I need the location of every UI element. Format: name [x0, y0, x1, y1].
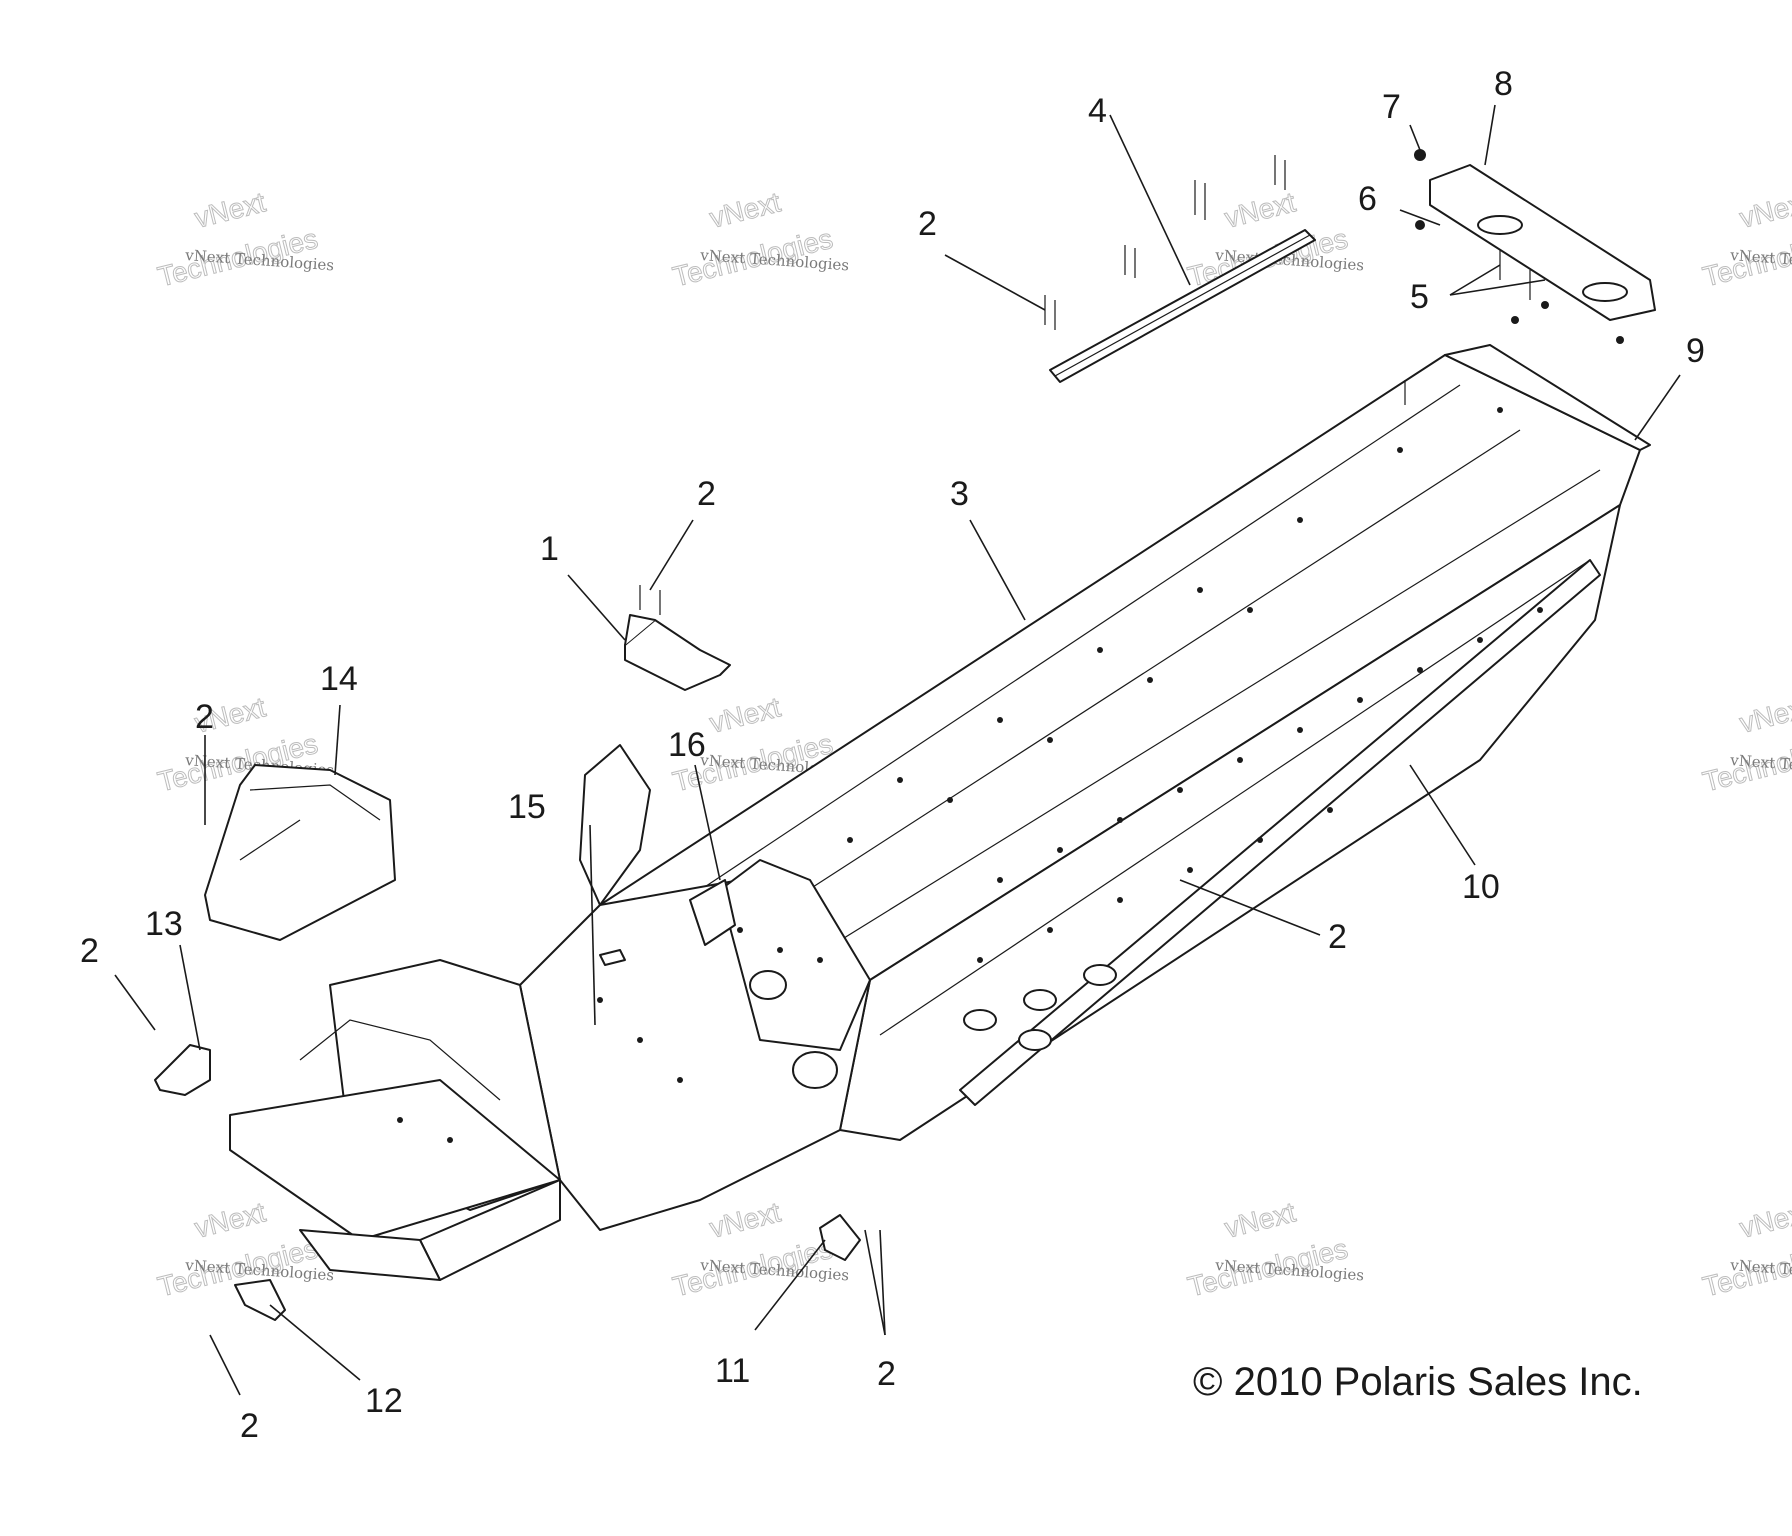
callout-13: 13 [145, 905, 183, 943]
callout-2-left-upper: 2 [195, 698, 214, 736]
part-13-bracket [154, 1044, 211, 1096]
part-4-rail [1049, 229, 1316, 383]
part-14-cover [204, 764, 396, 941]
part-15-16-brackets [599, 879, 736, 966]
callout-1: 1 [540, 530, 559, 568]
part-1-bracket [624, 614, 731, 691]
part-11-plate [819, 1214, 861, 1261]
callout-2-right: 2 [1328, 918, 1347, 956]
callout-2-left: 2 [80, 932, 99, 970]
watermark-large-line2: vNext [707, 691, 784, 738]
callout-2-top: 2 [697, 475, 716, 513]
watermark-large-line2: vNext [1222, 1196, 1299, 1243]
callout-labels: 1 2 2 3 4 5 6 7 8 9 10 2 15 16 14 2 13 2… [80, 65, 1705, 1445]
watermark-large-line2: vNext [1737, 186, 1792, 233]
callout-2-bottom-left: 2 [240, 1407, 259, 1445]
part-8-bracket [1429, 164, 1656, 321]
watermark-large-line2: vNext [707, 186, 784, 233]
callout-10: 10 [1462, 868, 1500, 906]
copyright-notice: © 2010 Polaris Sales Inc. [1193, 1360, 1643, 1404]
watermark-large-line2: vNext [1737, 691, 1792, 738]
callout-11: 11 [715, 1352, 750, 1390]
callout-5: 5 [1410, 278, 1429, 316]
callout-2-bottom: 2 [877, 1355, 896, 1393]
callout-3: 3 [950, 475, 969, 513]
callout-2-upper: 2 [918, 205, 937, 243]
watermark-large-line2: vNext [192, 1196, 269, 1243]
callout-12: 12 [365, 1382, 403, 1420]
callout-7: 7 [1382, 88, 1401, 126]
callout-8: 8 [1494, 65, 1513, 103]
front-bulkhead [229, 744, 871, 1281]
watermark-large-line2: vNext [1737, 1196, 1792, 1243]
watermark-large-line2: vNext [707, 1196, 784, 1243]
callout-15: 15 [508, 788, 546, 826]
callout-6: 6 [1358, 180, 1377, 218]
watermark-large-line2: vNext [1222, 186, 1299, 233]
part-12-bracket [234, 1279, 286, 1321]
callout-14: 14 [320, 660, 358, 698]
watermark-large-line2: vNext [192, 186, 269, 233]
callout-4: 4 [1088, 92, 1107, 130]
chassis-tunnel [599, 344, 1651, 1141]
callout-9: 9 [1686, 332, 1705, 370]
leader-lines [114, 104, 1681, 1396]
callout-16: 16 [668, 726, 706, 764]
